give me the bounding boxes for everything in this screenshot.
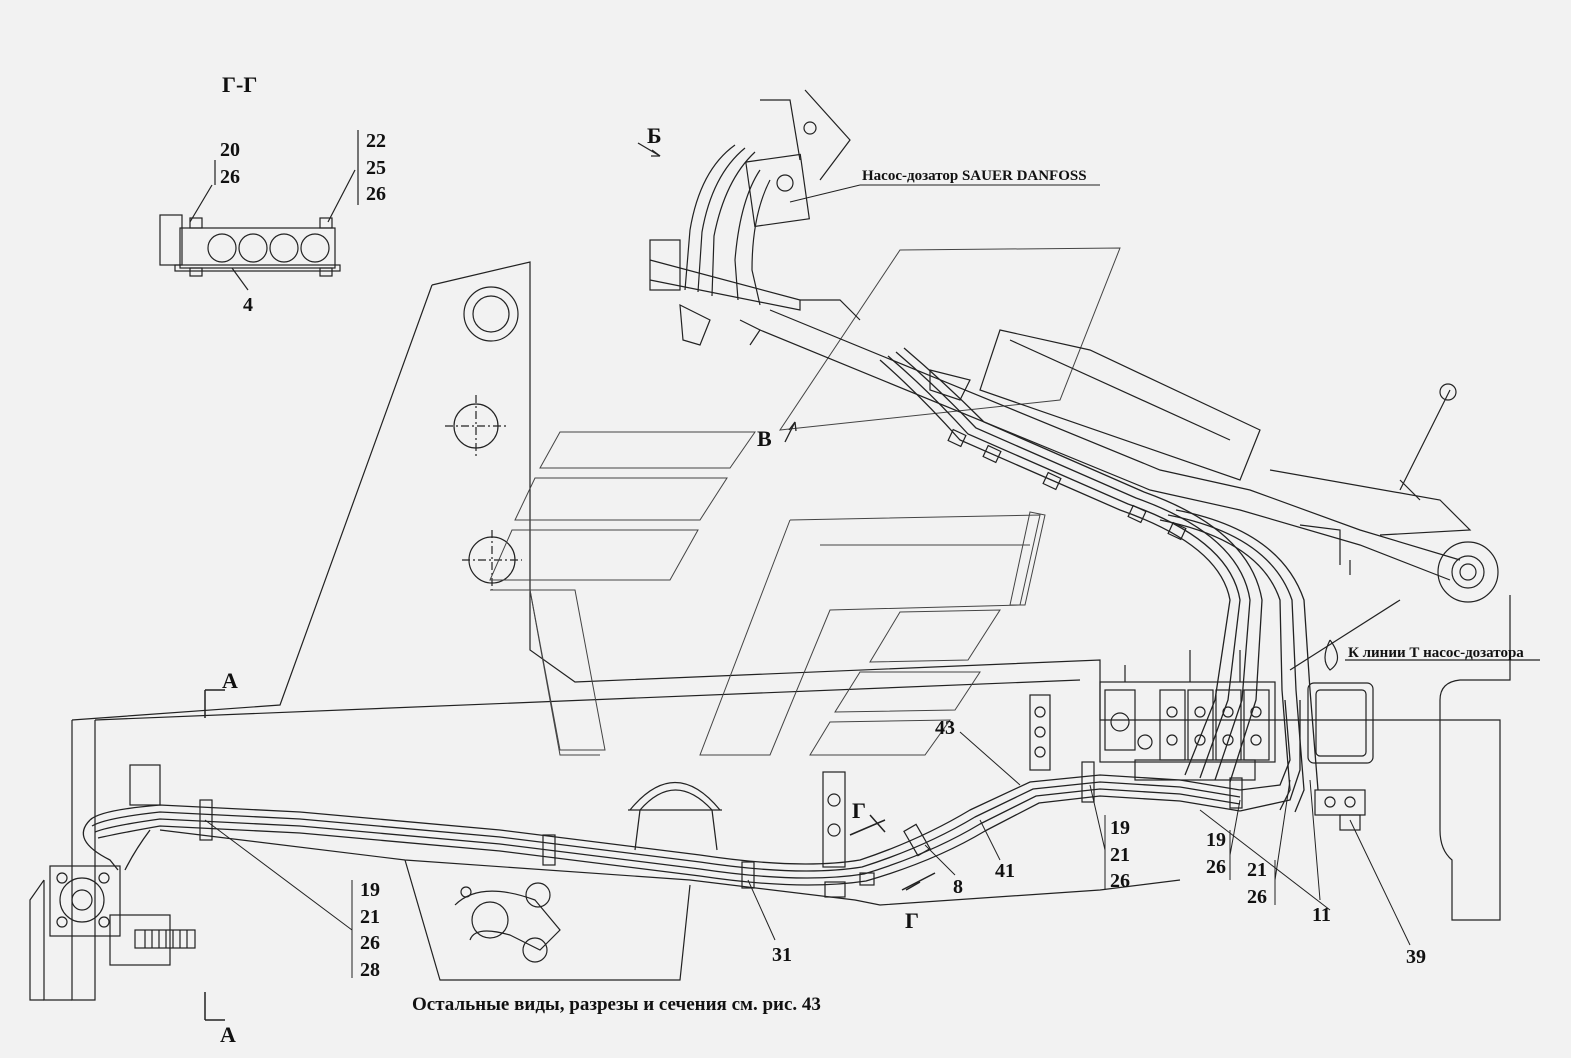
leader-lines — [204, 184, 1411, 978]
valve-block — [1099, 650, 1374, 831]
bundle-clamps — [947, 428, 1187, 541]
hose-bundle-lower — [82, 699, 1301, 886]
pos-21-26: 21 26 — [1247, 860, 1267, 913]
ref-39: 39 — [1406, 946, 1426, 968]
pos-19-21-26-28: 19 21 26 28 — [360, 880, 380, 986]
section-title-gg: Г-Г — [222, 72, 258, 97]
ref-21: 21 — [1247, 859, 1267, 881]
hose-bundle-upper — [879, 347, 1319, 813]
ref-11: 11 — [1312, 904, 1331, 926]
ref-19: 19 — [360, 879, 380, 901]
frame-holes — [445, 286, 522, 590]
ref-20: 20 — [220, 139, 240, 161]
pos-19-21-26-b: 19 21 26 — [1110, 818, 1130, 898]
boom-platform — [759, 309, 1499, 603]
section-g-bottom: Г — [905, 908, 919, 933]
ref-43: 43 — [935, 717, 955, 739]
footer-note: Остальные виды, разрезы и сечения см. ри… — [412, 994, 821, 1015]
pump-dosing-label: Насос-дозатор SAUER DANFOSS — [862, 168, 1087, 184]
watermark-logo — [489, 247, 1121, 756]
section-a-top: А — [222, 668, 238, 693]
lower-clamps — [199, 761, 1243, 889]
ref-4: 4 — [243, 294, 253, 316]
ref-8: 8 — [953, 876, 963, 898]
ref-28: 28 — [360, 958, 380, 981]
hydraulic-pump — [29, 764, 196, 1001]
line-t-label: К линии Т насос-дозатора — [1348, 645, 1524, 661]
ref-26: 26 — [1110, 870, 1130, 892]
ref-21: 21 — [360, 905, 380, 928]
line-t-leader — [1289, 599, 1540, 671]
tank — [404, 781, 722, 981]
ref-26: 26 — [1247, 885, 1267, 908]
ref-26: 26 — [220, 165, 240, 188]
ref-41: 41 — [995, 860, 1015, 882]
section-a-marks — [204, 689, 225, 1021]
ref-21: 21 — [1110, 843, 1130, 866]
ref-26: 26 — [1206, 855, 1226, 878]
ref-25: 25 — [366, 156, 386, 179]
steering-column — [649, 89, 861, 346]
section-g-top: Г — [852, 798, 866, 823]
fittings-g-section — [822, 694, 1051, 898]
ref-26: 26 — [366, 183, 386, 205]
section-g-marks — [849, 814, 936, 891]
detail-right-refs: 22 25 26 — [366, 131, 386, 211]
ref-31: 31 — [772, 944, 792, 966]
view-v-label: В — [757, 426, 772, 451]
pos-19-26: 19 26 — [1206, 830, 1226, 883]
ref-19: 19 — [1206, 829, 1226, 851]
view-b-label: Б — [647, 123, 662, 148]
ref-19: 19 — [1110, 817, 1130, 839]
detail-left-refs: 20 26 — [220, 140, 240, 193]
ref-26: 26 — [360, 932, 380, 954]
ref-22: 22 — [366, 130, 386, 152]
frame-plate — [43, 261, 1511, 1001]
view-arrows — [637, 142, 797, 443]
section-a-bottom: А — [220, 1022, 236, 1047]
detail-clamp-drawing — [159, 130, 359, 291]
